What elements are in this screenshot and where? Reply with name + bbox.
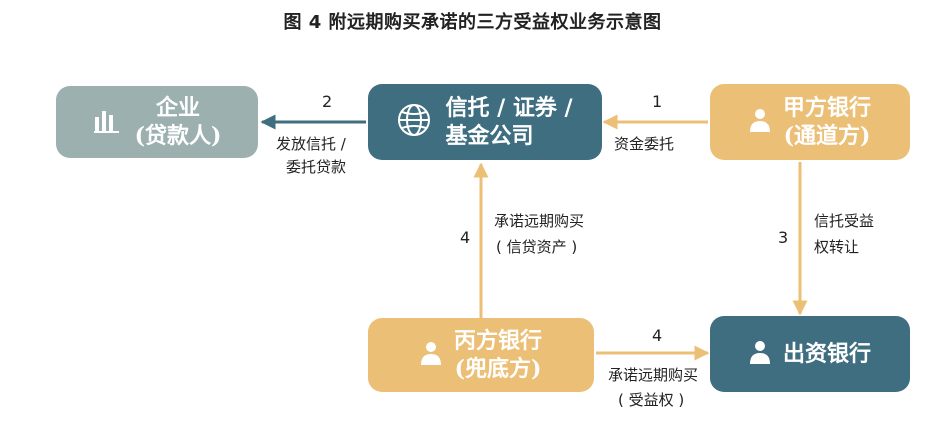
edge-4a-label-line1: 承诺远期购买 — [494, 212, 585, 230]
person-icon — [749, 340, 771, 368]
edge-3-label-line2: 权转让 — [814, 238, 860, 256]
node-trust: 信托 / 证券 / 基金公司 — [368, 84, 602, 160]
edge-4a-label-line2: ( 信贷资产 ) — [496, 238, 578, 256]
node-funding-bank: 出资银行 — [710, 316, 910, 392]
trust-line1: 信托 / 证券 / — [445, 95, 573, 121]
edge-4b-label-line2: ( 受益权 ) — [618, 391, 685, 409]
globe-icon — [397, 103, 431, 141]
edge-1-label: 资金委托 — [614, 135, 675, 153]
person-icon — [420, 341, 442, 369]
node-bank-a: 甲方银行 (通道方) — [710, 84, 910, 160]
edge-4a-number: 4 — [460, 228, 471, 247]
edge-2-number: 2 — [322, 92, 333, 111]
funding-bank-line1: 出资银行 — [782, 341, 871, 367]
diagram-title: 图 4 附远期购买承诺的三方受益权业务示意图 — [283, 12, 662, 33]
trust-line2: 基金公司 — [445, 123, 534, 149]
edge-4b-number: 4 — [652, 326, 663, 345]
bank-c-line1: 丙方银行 — [453, 328, 542, 354]
edge-3-number: 3 — [778, 228, 789, 247]
person-icon — [749, 108, 771, 136]
bank-a-line2: (通道方) — [783, 123, 871, 149]
edge-2-label-line1: 发放信托 / — [276, 135, 346, 153]
bar-chart-icon — [93, 107, 121, 137]
node-enterprise: 企业 (贷款人) — [56, 86, 258, 158]
node-bank-c: 丙方银行 (兜底方) — [368, 318, 594, 392]
bank-c-line2: (兜底方) — [454, 356, 542, 382]
enterprise-line1: 企业 — [155, 95, 200, 121]
enterprise-line2: (贷款人) — [134, 123, 222, 149]
edge-3-label-line1: 信托受益 — [814, 212, 875, 230]
edge-4b-label-line1: 承诺远期购买 — [608, 366, 699, 384]
edge-1-number: 1 — [652, 92, 663, 111]
bank-a-line1: 甲方银行 — [782, 95, 871, 121]
edge-2-label-line2: 委托贷款 — [286, 158, 347, 176]
